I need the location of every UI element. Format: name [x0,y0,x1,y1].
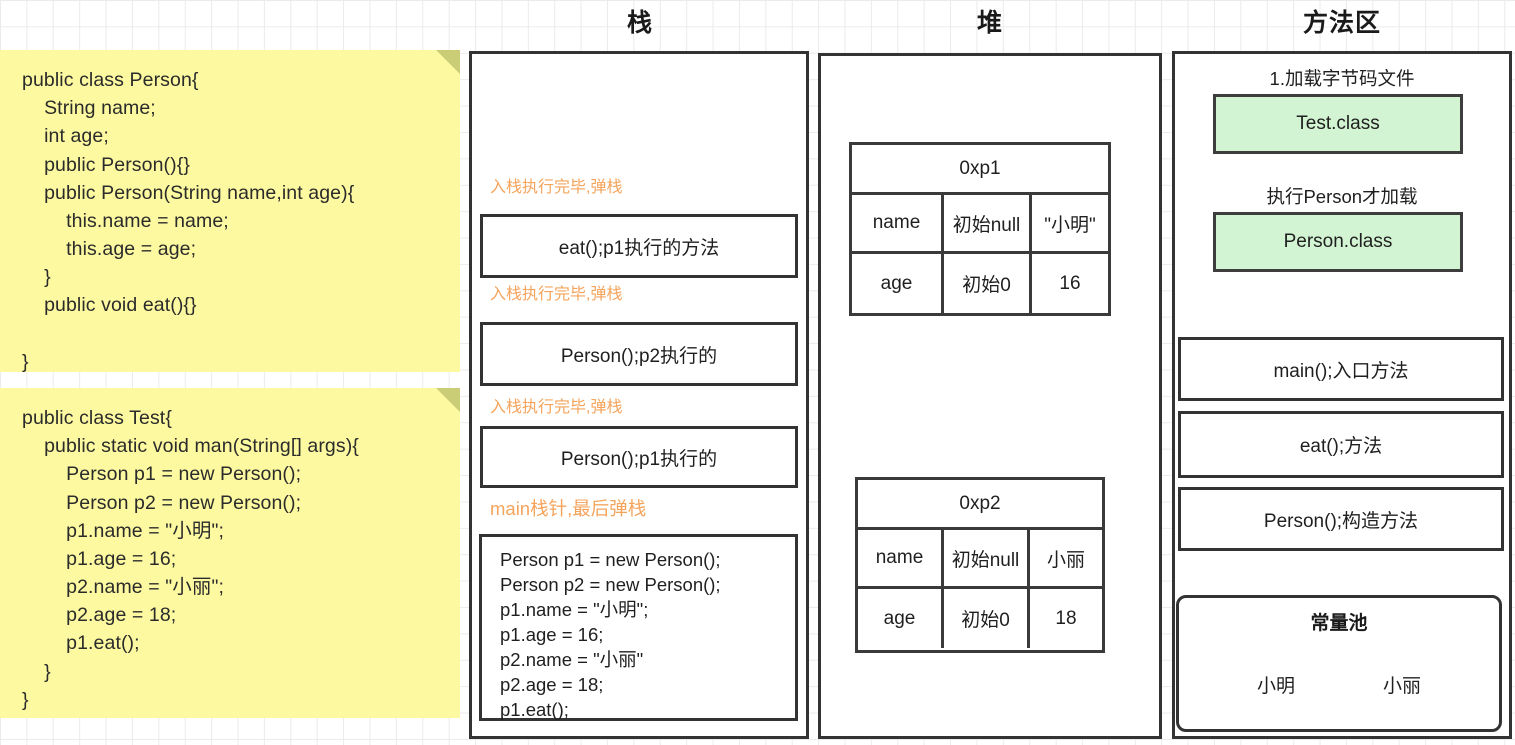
field-initial-value: 初始0 [944,254,1032,313]
heap-object-p1-address: 0xp1 [852,145,1108,195]
heap-object-p2: 0xp2 name 初始null 小丽 age 初始0 18 [855,477,1105,653]
column-title-method-area: 方法区 [1302,9,1381,37]
stack-frame-eat: eat();p1执行的方法 [480,214,798,278]
note-fold-corner-icon [436,388,460,412]
field-name: name [852,195,944,251]
method-box-constructor-label: Person();构造方法 [1263,510,1419,532]
test-class-code: public class Test{ public static void ma… [22,407,359,711]
constant-pool-items: 小明 小丽 [1179,635,1499,698]
note-fold-corner-icon [436,50,460,74]
method-area-label-load-bytecode: 1.加载字节码文件 [1269,68,1415,89]
person-class-code: public class Person{ String name; int ag… [22,69,355,373]
method-area-label-person-load: 执行Person才加载 [1266,186,1418,207]
constant-pool-item: 小丽 [1382,676,1421,697]
stack-frame-main-code: Person p1 = new Person(); Person p2 = ne… [500,549,721,721]
method-box-constructor: Person();构造方法 [1178,487,1504,551]
method-box-eat-label: eat();方法 [1299,436,1383,457]
heap-object-p2-row-age: age 初始0 18 [858,589,1102,648]
field-initial-value: 初始null [944,530,1030,586]
constant-pool-title: 常量池 [1310,613,1368,634]
column-title-stack: 栈 [626,9,653,37]
heap-object-p2-row-name: name 初始null 小丽 [858,530,1102,589]
method-box-main: main();入口方法 [1178,337,1504,401]
constant-pool-box: 常量池 小明 小丽 [1176,595,1502,732]
field-current-value: 16 [1059,272,1081,294]
method-box-eat: eat();方法 [1178,411,1504,478]
field-initial-value: 初始null [944,195,1032,251]
class-box-person-label: Person.class [1283,231,1393,252]
stack-frame-person1-label: Person();p1执行的 [560,448,718,470]
stack-frame-person2: Person();p2执行的 [480,322,798,386]
stack-frame-eat-label: eat();p1执行的方法 [558,237,720,259]
field-name: age [858,589,944,648]
annotation-person1-pop: 入栈执行完毕,弹栈 [490,399,623,416]
method-box-main-label: main();入口方法 [1273,360,1409,382]
stack-frame-person1: Person();p1执行的 [480,426,798,488]
annotation-eat-pop: 入栈执行完毕,弹栈 [490,179,623,196]
annotation-person2-pop: 入栈执行完毕,弹栈 [490,286,623,303]
field-name: age [852,254,944,313]
class-box-test-label: Test.class [1296,113,1380,134]
constant-pool-item: 小明 [1256,676,1295,697]
heap-object-p2-address: 0xp2 [858,480,1102,530]
sticky-note-test-class: public class Test{ public static void ma… [0,388,460,718]
column-title-heap: 堆 [976,9,1003,37]
heap-object-p1-row-name: name 初始null "小明" [852,195,1108,254]
stack-frame-main: Person p1 = new Person(); Person p2 = ne… [479,534,798,721]
class-box-test: Test.class [1213,94,1463,154]
heap-object-p1-row-age: age 初始0 16 [852,254,1108,313]
stack-frame-person2-label: Person();p2执行的 [560,345,718,367]
field-current-value: 18 [1055,607,1077,629]
field-initial-value: 初始0 [944,589,1030,648]
heap-object-p1: 0xp1 name 初始null "小明" age 初始0 16 [849,142,1111,316]
field-name: name [858,530,944,586]
sticky-note-person-class: public class Person{ String name; int ag… [0,50,460,373]
annotation-main-frame: main栈针,最后弹栈 [490,498,647,519]
field-current-value: "小明" [1044,214,1096,236]
field-current-value: 小丽 [1046,549,1085,571]
class-box-person: Person.class [1213,212,1463,272]
